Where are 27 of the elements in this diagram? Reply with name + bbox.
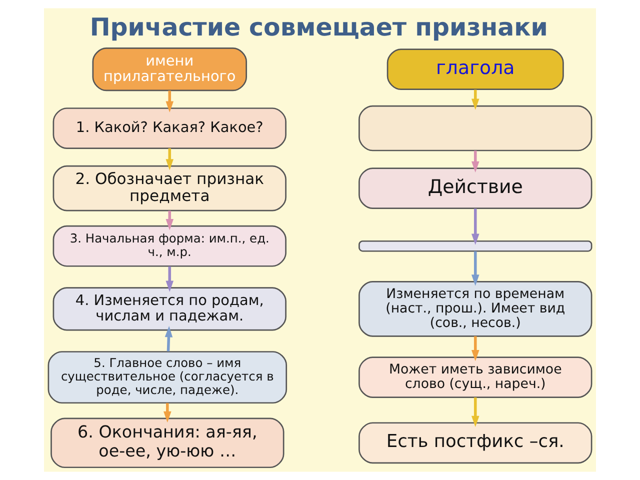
arrow — [471, 251, 480, 286]
arrow — [471, 397, 480, 427]
arrow — [166, 90, 174, 112]
node-box: 4. Изменяется по родам, числам и падежам. — [52, 287, 286, 331]
arrow — [471, 90, 480, 110]
arrow — [166, 148, 174, 170]
node-box: Действие — [358, 168, 592, 209]
arrow — [166, 210, 174, 230]
node-box: глагола — [386, 48, 564, 90]
node-box: 3. Начальная форма: им.п., ед. ч., м.р. — [52, 225, 286, 267]
node-box: Может иметь зависимое слово (сущ., нареч.) — [358, 356, 592, 398]
arrow — [471, 208, 480, 245]
node-box: имени прилагательного — [92, 48, 248, 92]
node-box: 6. Окончания: ая-яя, ое-ее, ую-юю … — [50, 418, 284, 468]
arrow — [166, 266, 174, 292]
node-box: Изменяется по временам (наст., прош.). Имеет вид (сов., несов.) — [358, 281, 592, 337]
diagram-title: Причастие совмещает признаки — [90, 12, 548, 42]
node-bar — [358, 240, 592, 252]
node-box: 5. Главное слово – имя существительное (согласуется в роде, числе, падеже). — [48, 351, 288, 404]
arrow — [164, 326, 173, 352]
node-box: Есть постфикс –ся. — [358, 422, 592, 464]
node-box: 2. Обозначает признак предмета — [52, 165, 286, 212]
arrow — [471, 336, 480, 362]
node-box — [358, 105, 592, 152]
arrow — [471, 150, 480, 172]
arrow — [164, 403, 172, 423]
node-box: 1. Какой? Какая? Какое? — [52, 108, 286, 149]
